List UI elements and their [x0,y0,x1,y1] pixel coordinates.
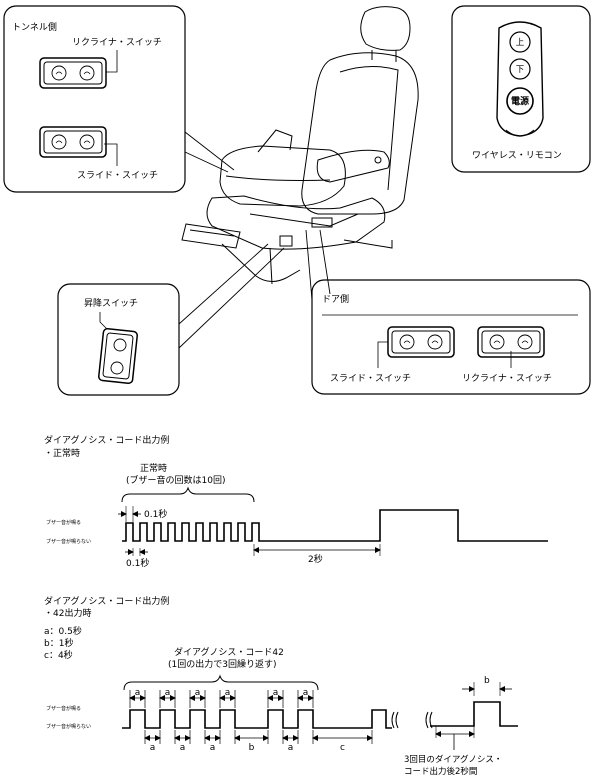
code42-top-label: a [195,688,201,698]
code42-after-label-2: コード出力後2秒間 [404,766,477,777]
normal-heading: ダイアグノシス・コード出力例 [44,434,169,446]
code42-subheading: ・42出力時 [44,607,91,619]
code42-side-label: b [484,676,490,686]
normal-note-2: (ブザー音の回数は10回) [126,474,225,486]
tunnel-slide-switch[interactable] [39,126,107,158]
remote-up-button[interactable]: 上 [509,31,531,53]
door-side-title: ドア側 [322,293,349,305]
code42-legend-c: c：4秒 [44,649,73,661]
remote-up-label: 上 [516,38,525,48]
code42-bottom-label: c [340,743,345,753]
door-side-callout: ドア側 スライド・スイッチ リクライナ・スイッチ [311,279,591,395]
code42-top-label: a [225,688,231,698]
code42-brace-label-2: (1回の出力で3回繰り返す) [168,658,276,670]
code42-legend-a: a：0.5秒 [44,625,82,637]
code42-top-label: a [303,688,309,698]
door-recliner-switch[interactable] [477,326,545,358]
tunnel-recliner-label: リクライナ・スイッチ [72,37,162,48]
door-recliner-label: リクライナ・スイッチ [462,373,552,384]
code42-section: ダイアグノシス・コード出力例 ・42出力時 a：0.5秒 b：1秒 c：4秒 ダ… [44,595,518,777]
code42-bottom-label: a [180,743,186,753]
code42-top-label: a [273,688,279,698]
tunnel-slide-label: スライド・スイッチ [77,170,158,181]
normal-pulse-off-label: 0.1秒 [126,557,149,569]
code42-waveform [122,709,392,729]
normal-pulse-on-label: 0.1秒 [144,508,167,520]
code42-brace-label-1: ダイアグノシス・コード42 [174,646,284,658]
wireless-remote-callout: 上 下 電源 ワイヤレス・リモコン [451,5,591,173]
normal-level-high: ブザー音が鳴る [46,519,81,526]
lift-switch[interactable] [98,328,138,384]
remote-down-button[interactable]: 下 [509,58,531,80]
code42-dimensions: a a a a a a a a a b a c [129,688,373,753]
code42-heading: ダイアグノシス・コード出力例 [44,595,169,607]
lift-switch-callout: 昇降スイッチ [57,283,180,396]
code42-legend-b: b：1秒 [44,637,73,649]
normal-waveform [122,509,548,542]
door-slide-switch[interactable] [387,326,455,358]
code42-bottom-label: a [210,743,216,753]
normal-note-1: 正常時 [140,462,167,474]
code42-level-high: ブザー音が鳴る [46,705,81,712]
remote-power-label: 電源 [511,95,529,107]
lift-switch-label: 昇降スイッチ [84,297,138,309]
tunnel-side-title: トンネル側 [12,21,57,33]
remote-down-label: 下 [516,65,525,75]
normal-level-low: ブザー音が鳴らない [46,538,91,545]
code42-bottom-label: a [150,743,156,753]
normal-subheading: ・正常時 [44,447,80,459]
code42-top-label: a [135,688,141,698]
code42-top-label: a [165,688,171,698]
code42-level-low: ブザー音が鳴らない [46,723,91,730]
wireless-remote[interactable]: 上 下 電源 [496,21,544,137]
remote-power-button[interactable]: 電源 [506,87,534,115]
code42-after-label-1: 3回目のダイアグノシス・ [404,754,502,765]
code42-bottom-label: a [288,743,294,753]
code42-bottom-label: b [249,743,255,753]
normal-output-section: ダイアグノシス・コード出力例 ・正常時 正常時 (ブザー音の回数は10回) ブザ… [44,434,548,569]
tunnel-recliner-switch[interactable] [39,57,107,89]
normal-pause-label: 2秒 [308,553,323,565]
wireless-remote-label: ワイヤレス・リモコン [472,151,562,161]
seat-illustration [181,6,419,285]
tunnel-side-callout: トンネル側 リクライナ・スイッチ スライド・スイッチ [3,5,186,193]
door-slide-label: スライド・スイッチ [330,373,411,384]
